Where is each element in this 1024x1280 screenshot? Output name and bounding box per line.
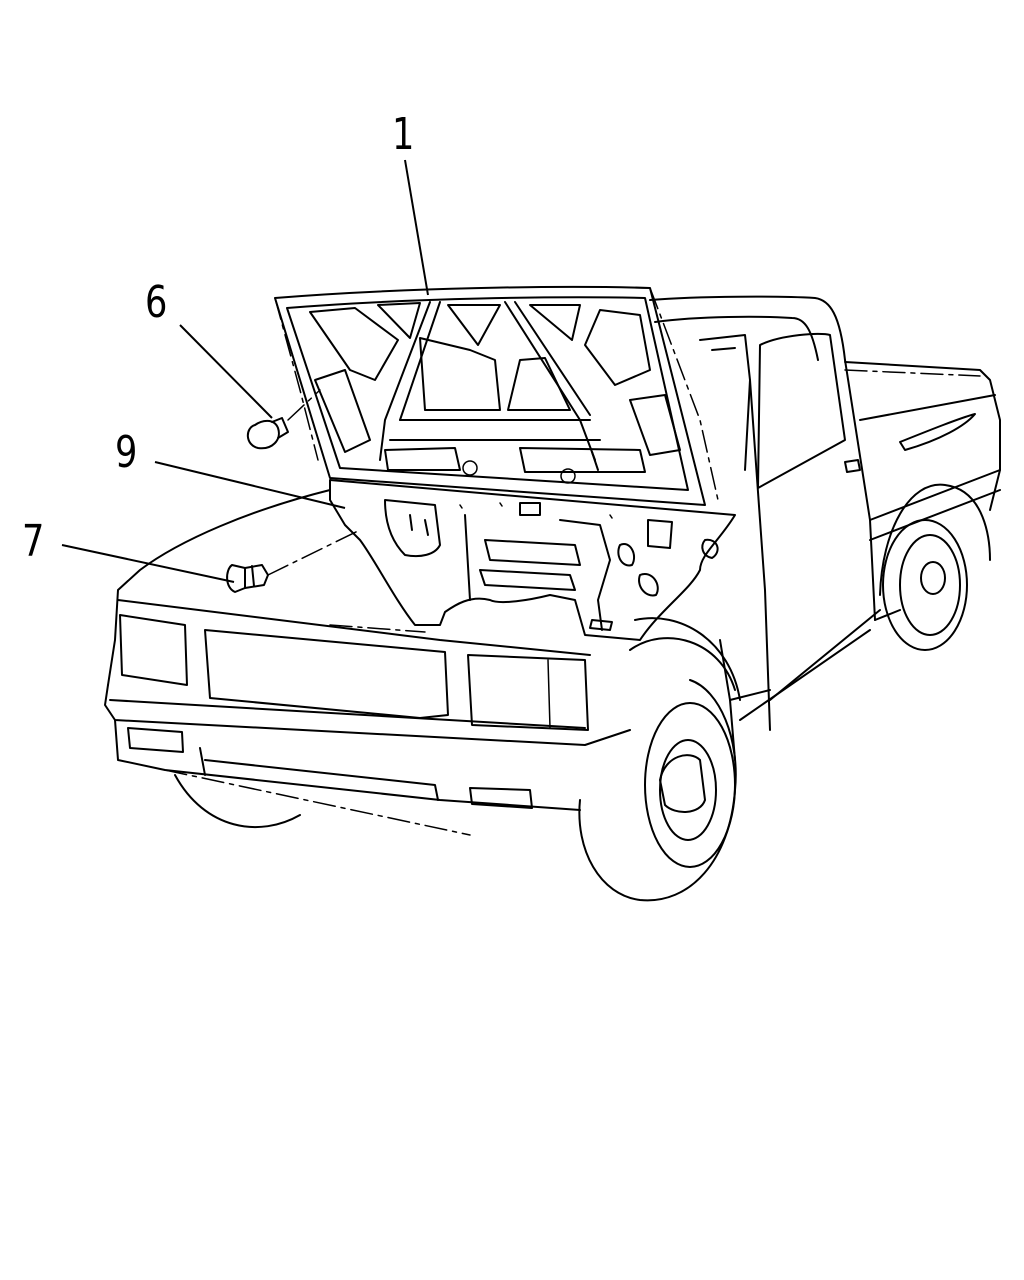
truck-cab-and-bed (649, 295, 1001, 731)
callout-number-9: 9 (115, 427, 138, 478)
hood-panel (274, 285, 719, 506)
callout-number-1: 1 (392, 109, 415, 160)
leader-line-1 (404, 159, 429, 296)
hood-insulator-panel (329, 479, 736, 641)
leader-line-6 (179, 324, 273, 419)
leader-line-9 (154, 461, 346, 509)
callout-number-6: 6 (145, 277, 168, 328)
clip-part-6 (246, 389, 321, 450)
fastener-part-7 (226, 529, 361, 593)
leader-line-7 (61, 544, 235, 583)
truck-front-body (104, 489, 741, 902)
callout-number-7: 7 (22, 516, 45, 567)
